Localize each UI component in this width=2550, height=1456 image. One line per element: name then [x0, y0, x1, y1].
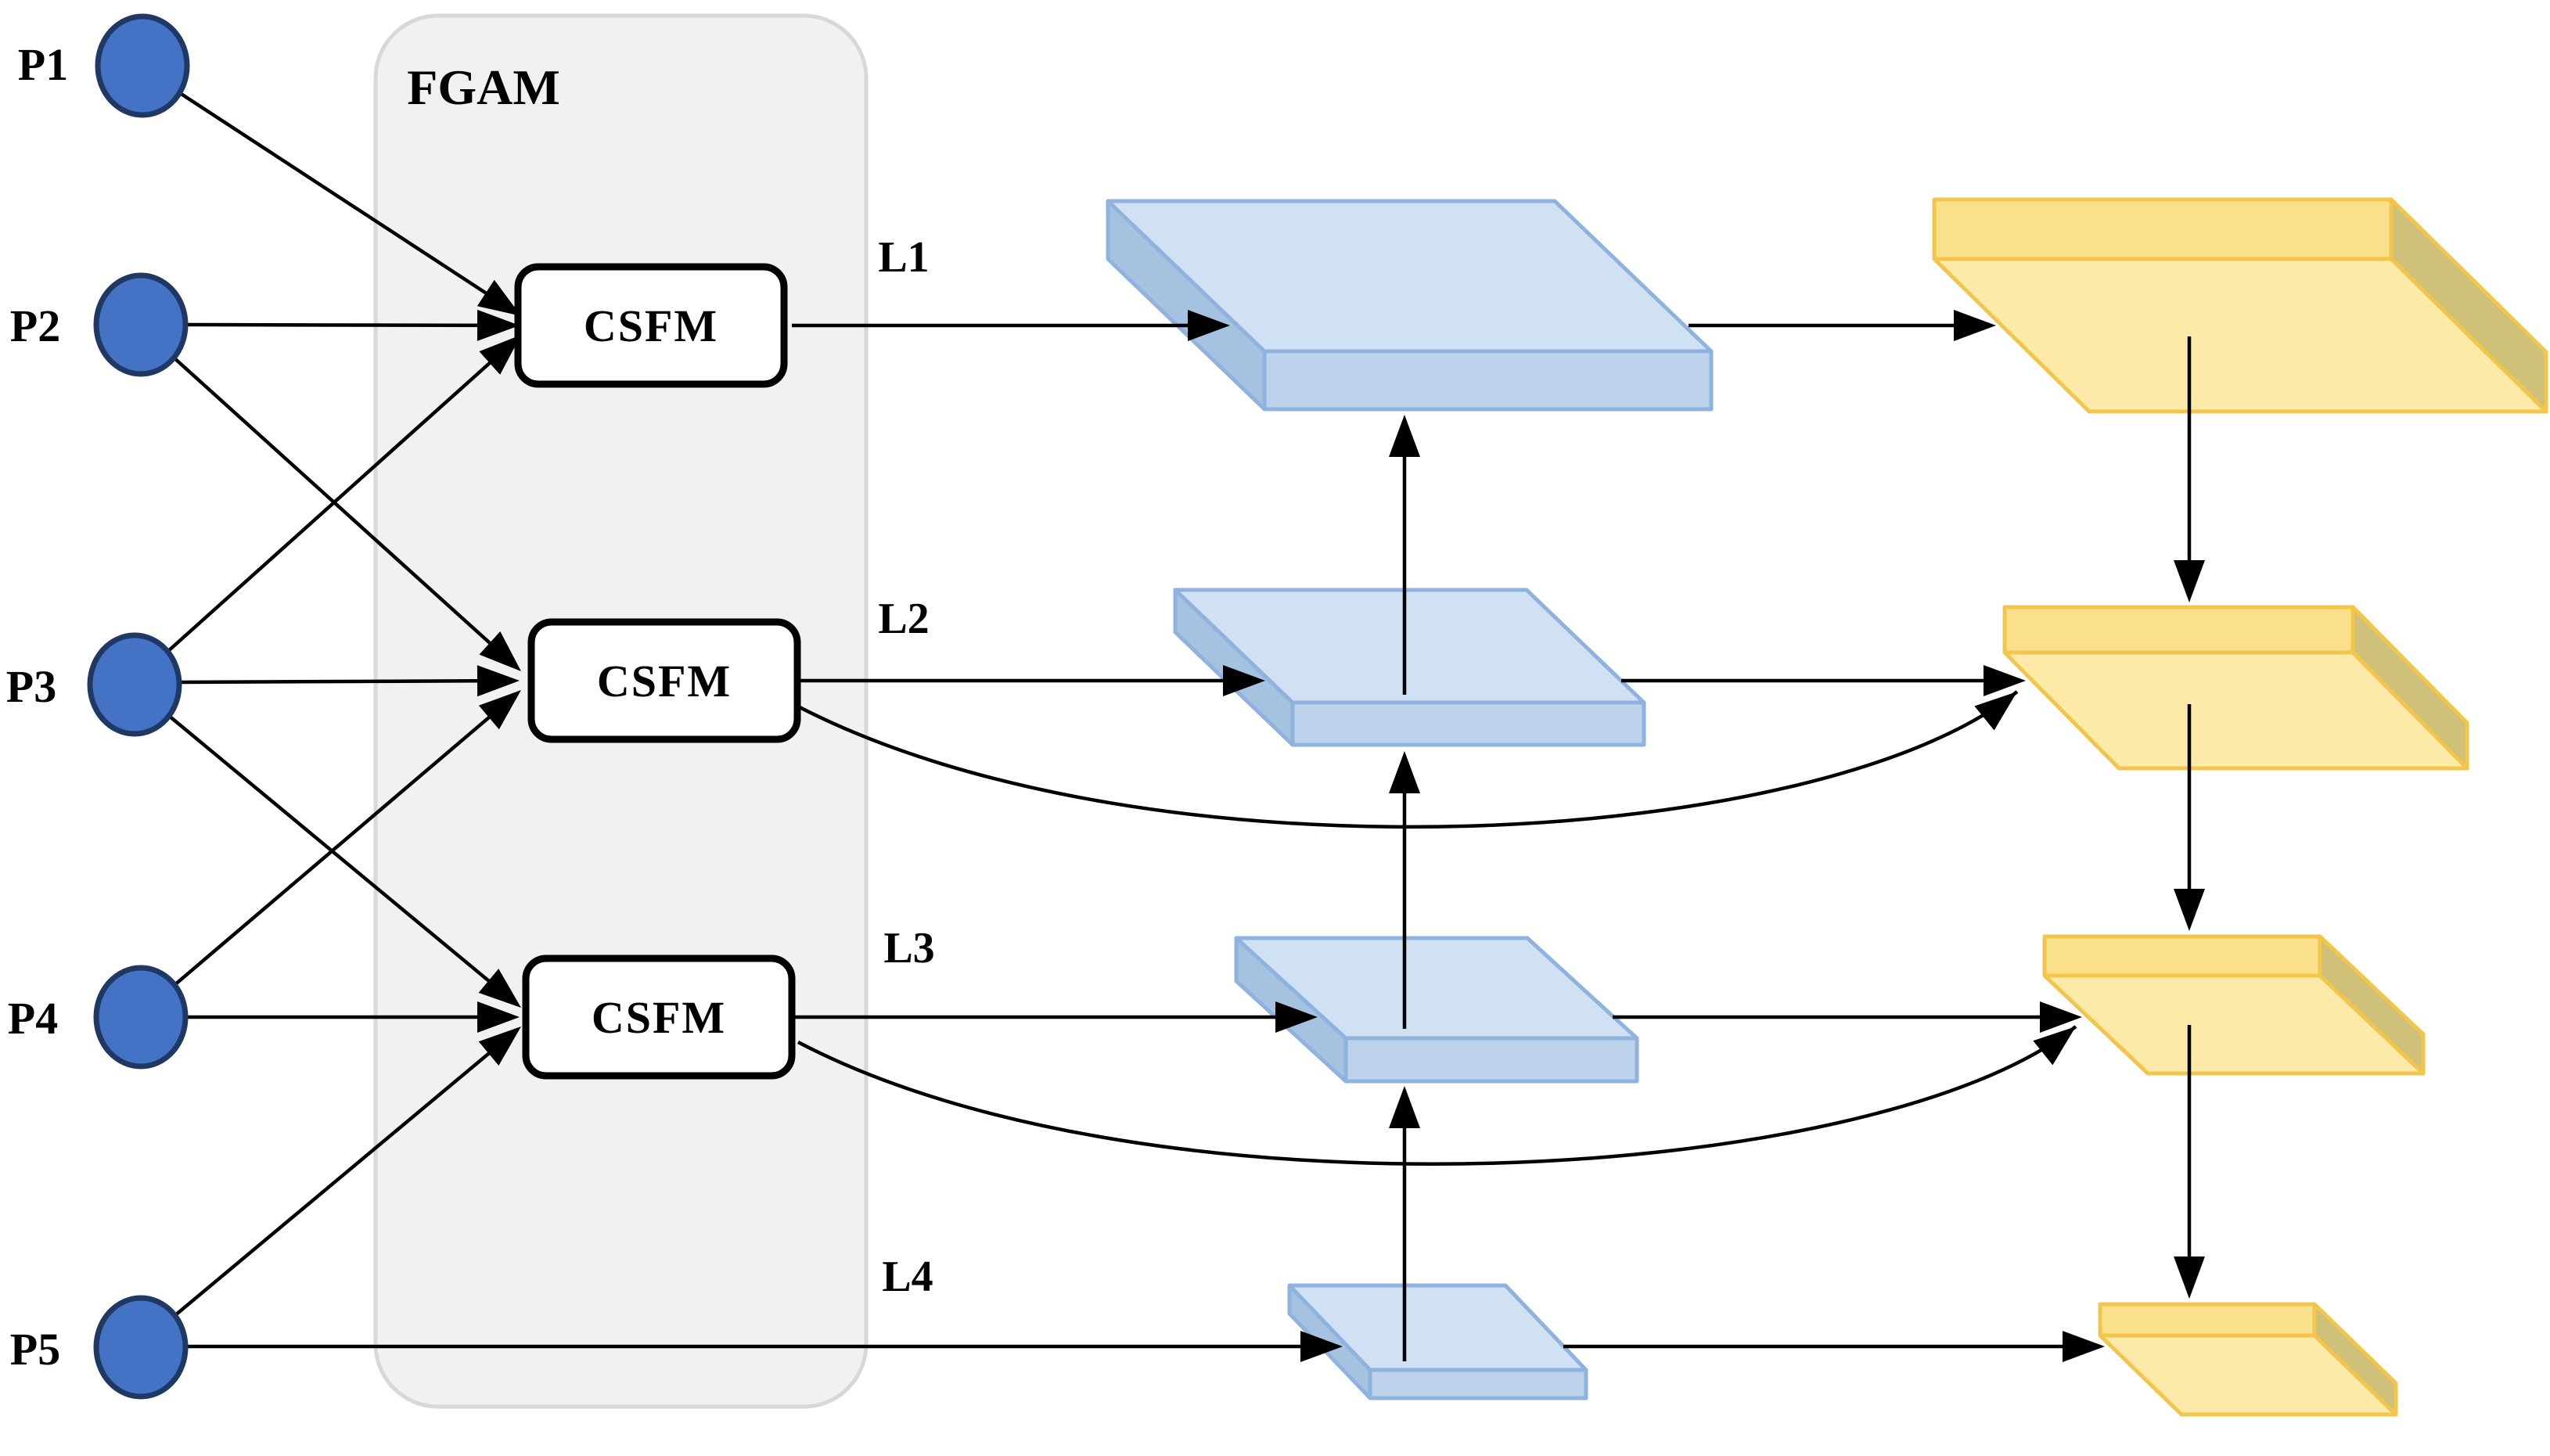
edge-blue2-yellow2-arrowhead: [1984, 665, 2026, 696]
edge-csfm1-blue1-arrowhead: [1188, 310, 1230, 341]
csfm-box-3: [522, 954, 796, 1080]
label-l1: L1: [878, 233, 929, 282]
feature-map-yellow-l3: [2042, 973, 2426, 1076]
feature-map-blue-l4: [1287, 1283, 1588, 1372]
edge-blue3-up-blue2-arrowhead: [1389, 751, 1420, 793]
skip-curve-csfm3-yellow3: [797, 1025, 2077, 1166]
feature-map-blue-l3: [1234, 936, 1639, 1041]
csfm-box-2: [527, 618, 801, 743]
input-node-p1: [95, 13, 190, 118]
feature-map-yellow-l4-band: [2098, 1302, 2317, 1338]
edge-p3-csfm2: [178, 678, 495, 685]
edge-blue4-up-blue3-arrowhead: [1389, 1086, 1420, 1128]
label-l3: L3: [883, 924, 934, 972]
edge-p1-csfm1: [178, 92, 502, 304]
feature-map-blue-l1-front: [1262, 349, 1714, 412]
edge-p5-csfm3-arrowhead: [478, 1026, 521, 1066]
skip-curve-csfm2-yellow2: [797, 690, 2019, 829]
input-node-p4: [93, 965, 189, 1070]
feature-map-blue-l3-front: [1343, 1036, 1639, 1084]
csfm-box-3-label: CSFM: [592, 992, 726, 1043]
edge-blue4-yellow4-arrowhead: [2063, 1331, 2105, 1362]
feature-map-blue-l2-front: [1290, 700, 1646, 747]
edge-yellow1-down-yellow2-arrowhead: [2174, 560, 2205, 602]
edge-yellow3-down-yellow4-arrowhead: [2174, 1256, 2205, 1299]
feature-map-yellow-l1-band: [1932, 197, 2394, 261]
input-node-p5-label: P5: [10, 1324, 60, 1375]
edge-p4-csfm3-arrowhead: [477, 1001, 520, 1033]
skip-curve-csfm2-yellow2-arrowhead: [1974, 692, 2017, 731]
input-node-p1-label: P1: [18, 39, 68, 90]
edge-blue2-up-blue1-arrowhead: [1389, 415, 1420, 457]
edge-csfm2-blue2-arrowhead: [1223, 665, 1265, 696]
input-node-p2-label: P2: [10, 300, 60, 351]
input-node-p2: [93, 272, 189, 377]
feature-map-blue-l4-front: [1368, 1368, 1588, 1400]
edge-yellow2-down-yellow3-arrowhead: [2174, 889, 2205, 931]
fgam-label: FGAM: [407, 59, 560, 115]
csfm-box-1: [514, 263, 788, 388]
feature-map-yellow-l4: [2098, 1333, 2398, 1417]
feature-map-yellow-l3-band: [2042, 934, 2322, 978]
edge-p4-csfm2-arrowhead: [478, 690, 521, 730]
edge-p3-csfm3-arrowhead: [478, 969, 521, 1008]
edge-p1-csfm1-arrowhead: [477, 279, 521, 316]
edge-csfm3-blue3-arrowhead: [1275, 1001, 1318, 1033]
feature-map-blue-l1: [1106, 199, 1714, 354]
feature-map-yellow-l1: [1932, 257, 2548, 414]
edge-p2-csfm1-arrowhead: [477, 309, 520, 341]
label-l4: L4: [882, 1253, 933, 1301]
edge-p4-csfm2: [173, 705, 503, 987]
edge-p2-csfm2: [172, 356, 504, 656]
feature-map-yellow-l2: [2002, 650, 2469, 771]
edge-p3-csfm2-arrowhead: [477, 665, 520, 697]
edge-blue1-yellow1-arrowhead: [1954, 310, 1996, 341]
input-node-p4-label: P4: [8, 993, 58, 1044]
edge-p5-blue4-arrowhead: [1300, 1331, 1343, 1362]
edge-p3-csfm3: [167, 714, 503, 994]
edge-p5-csfm3: [174, 1041, 503, 1317]
input-node-p5: [93, 1295, 189, 1400]
input-node-p3-label: P3: [6, 661, 56, 712]
input-node-p3: [87, 632, 182, 737]
csfm-box-1-label: CSFM: [584, 300, 718, 351]
feature-map-yellow-l2-band: [2002, 605, 2355, 655]
csfm-box-2-label: CSFM: [597, 656, 732, 706]
label-l2: L2: [878, 595, 929, 643]
feature-map-blue-l2: [1173, 588, 1646, 705]
edge-blue3-yellow3-arrowhead: [2040, 1001, 2082, 1033]
edge-p3-csfm1-arrowhead: [479, 335, 521, 375]
edge-p2-csfm2-arrowhead: [479, 631, 521, 671]
skip-curve-csfm3-yellow3-arrowhead: [2033, 1026, 2076, 1066]
